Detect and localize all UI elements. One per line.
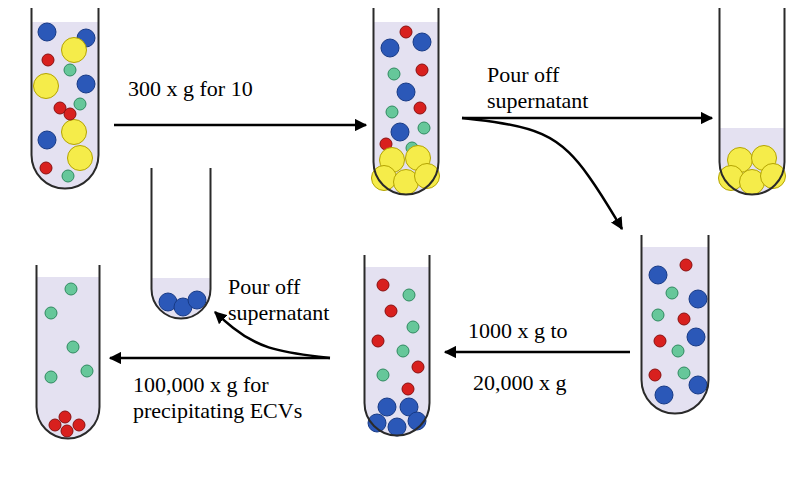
tube-outline <box>372 8 440 196</box>
particle <box>654 335 666 347</box>
tube-outline <box>150 168 212 320</box>
particle <box>377 279 389 291</box>
particle <box>397 83 415 101</box>
particle <box>40 162 52 174</box>
particle <box>49 419 61 431</box>
tube-wall <box>365 255 430 435</box>
particle <box>74 98 86 110</box>
particle <box>689 376 707 394</box>
particle <box>649 369 661 381</box>
particle <box>42 54 54 66</box>
particle <box>385 305 397 317</box>
particle <box>81 365 93 377</box>
particle <box>386 106 398 118</box>
particle <box>414 102 426 114</box>
tube-outline <box>640 235 710 415</box>
particle <box>687 328 705 346</box>
step-label: 100,000 x g for precipitating ECVs <box>133 372 328 424</box>
particle <box>652 309 664 321</box>
particle <box>416 64 428 76</box>
tube-outline <box>718 8 786 196</box>
particle <box>34 74 59 99</box>
process-arrow <box>462 117 712 120</box>
particle <box>388 68 400 80</box>
particle <box>407 321 419 333</box>
particle <box>649 266 667 284</box>
particle <box>655 386 673 404</box>
test-tube <box>372 8 440 196</box>
step-label: Pour off supernatant <box>228 274 368 326</box>
tube-wall <box>37 265 100 439</box>
particle <box>67 341 79 353</box>
particle <box>45 371 57 383</box>
test-tube <box>150 168 212 320</box>
particle <box>678 367 690 379</box>
step-label: 20,000 x g <box>473 370 623 396</box>
particle <box>413 33 431 51</box>
particle <box>666 287 678 299</box>
particle <box>403 289 415 301</box>
process-arrow <box>110 357 330 360</box>
particle <box>378 398 396 416</box>
step-label: Pour off supernatant <box>487 62 627 114</box>
particle <box>397 345 409 357</box>
test-tube <box>363 255 431 437</box>
particle <box>391 123 409 141</box>
test-tube <box>30 8 100 190</box>
particle <box>400 26 412 38</box>
liquid <box>37 277 100 439</box>
particle <box>59 411 71 423</box>
process-arrow <box>445 351 630 354</box>
particle <box>689 290 707 308</box>
process-arrow <box>462 118 622 229</box>
particle <box>678 313 690 325</box>
particle <box>61 425 73 437</box>
particle <box>64 64 76 76</box>
tube-outline <box>30 8 100 190</box>
particle <box>672 345 684 357</box>
step-label: 300 x g for 10 <box>128 76 368 102</box>
particle <box>402 383 414 395</box>
liquid <box>642 247 709 413</box>
process-arrow <box>114 124 366 127</box>
particle <box>38 23 56 41</box>
tube-wall <box>720 8 785 194</box>
step-label: 1000 x g to <box>468 318 618 344</box>
test-tube <box>35 265 101 440</box>
particle <box>68 146 93 171</box>
tube-wall <box>642 235 709 413</box>
tube-wall <box>374 8 439 194</box>
liquid <box>32 22 99 188</box>
tube-wall <box>32 8 99 188</box>
particle <box>62 120 87 145</box>
particle <box>418 122 430 134</box>
particle <box>38 131 56 149</box>
particle <box>377 369 389 381</box>
tube-outline <box>35 265 101 440</box>
test-tube <box>640 235 710 415</box>
liquid <box>152 278 211 319</box>
particle <box>372 335 384 347</box>
particle <box>188 291 206 309</box>
particle <box>77 75 95 93</box>
liquid <box>365 267 430 435</box>
particle <box>381 39 399 57</box>
particle <box>680 259 692 271</box>
particle <box>64 108 76 120</box>
particle <box>62 170 74 182</box>
process-arrow <box>215 312 330 358</box>
test-tube <box>718 8 786 196</box>
particle <box>62 38 87 63</box>
particle <box>388 418 406 436</box>
particle <box>412 361 424 373</box>
particle <box>73 419 85 431</box>
tube-outline <box>363 255 431 437</box>
tube-wall <box>152 168 211 319</box>
particle <box>45 307 57 319</box>
particle <box>65 283 77 295</box>
